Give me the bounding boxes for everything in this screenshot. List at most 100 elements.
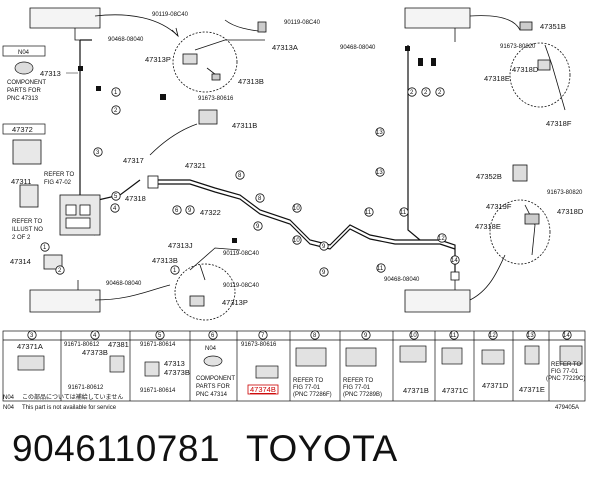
callout-3: 3 [96,150,100,156]
label-47321: 47321 [185,161,206,170]
legend-comp3: PNC 47313 [7,96,39,102]
label-90119-mid: 90119-08C40 [223,251,260,257]
cell-ref14-1: REFER TO [551,362,581,368]
labels-diagram: 47313 90468-08040 90119-08C40 90119-08C4… [40,12,584,307]
frame-top-right [404,7,471,42]
callout-2d: 2 [438,90,442,96]
cell-ref8-2: FIG 77-01 [293,385,321,391]
footnotes: N04 この部品については補給していません N04 This part is n… [3,393,579,411]
label-90468-mid: 90468-08040 [106,281,142,287]
label-47318F: 47318F [546,119,572,128]
cell-callout-14: 14 [563,333,570,339]
cell-47374B: 47374B [250,385,276,394]
callout-10b: 10 [293,238,300,244]
callout-1c: 1 [173,268,177,274]
footer-part-number: 9046110781 [12,428,221,469]
cell-ref9-2: FIG 77-01 [343,385,371,391]
callout-11: 11 [365,210,372,216]
label-47313J: 47313J [168,241,193,250]
cell-47371A: 47371A [17,342,43,351]
cell-ref9-3: (PNC 77289B) [343,392,382,398]
label-47313B-top: 47313B [238,77,264,86]
cell-callout-4: 4 [93,333,97,339]
cell-ref14-2: FIG 77-01 [551,369,579,375]
label-90119-b: 90119-08C40 [284,20,321,26]
cell-47371D: 47371D [482,381,509,390]
clamps-left [78,66,218,189]
legend-ref-ill-2: ILLUST NO [12,227,43,233]
footer-brand: TOYOTA [246,428,398,469]
cell-callout-13: 13 [527,333,534,339]
label-90119-low: 90119-08C40 [223,283,260,289]
label-47352B: 47352B [476,172,502,181]
label-47313B-mid: 47313B [152,256,178,265]
callout-8: 8 [238,173,242,179]
legend-47311: 47311 [11,177,31,186]
legend-ref-fig-1: REFER TO [44,172,74,178]
cell-91671-80614-b: 91671-80614 [140,388,176,394]
cell-callout-7: 7 [261,333,265,339]
label-47318: 47318 [125,194,146,203]
parts-diagram: 1 2 3 5 4 6 9 8 8 9 10 10 9 9 11 11 11 1… [2,7,586,411]
grommet-icon [14,61,34,75]
cell-91671-80612-a: 91671-80612 [64,342,100,348]
label-47313: 47313 [40,69,61,78]
label-91673-80616: 91673-80616 [198,96,234,102]
footer-caption: 9046110781 TOYOTA [12,428,398,470]
cell-callout-9: 9 [364,333,368,339]
label-91673-80820-b: 91673-80820 [547,190,583,196]
label-47318E-b: 47318E [475,222,501,231]
callout-11b: 11 [377,266,384,272]
cell-47371C: 47371C [442,386,469,395]
callout-9d: 9 [322,270,326,276]
legend-47372: 47372 [12,125,33,134]
cell-parts-for: PARTS FOR [196,384,230,390]
callout-9c: 9 [322,244,326,250]
callout-13: 13 [376,130,383,136]
cell-47381: 47381 [108,340,129,349]
cell-ref8-1: REFER TO [293,378,323,384]
frame-top-left [29,7,101,41]
detail-bubble-right-low [489,164,551,265]
clamps-right [232,46,460,281]
callout-4: 4 [113,206,117,212]
callout-9b: 9 [256,224,260,230]
frame-bottom-left [29,280,101,313]
figure-id: 479405A [555,405,579,411]
bottom-table [2,330,586,402]
label-47318D: 47318D [512,65,539,74]
frame-bottom-right [404,280,471,313]
label-90468-right: 90468-08040 [340,45,376,51]
cell-parts-shapes [17,345,583,379]
bottom-table-callouts: 3 4 5 6 7 8 9 10 11 12 13 14 [27,330,572,340]
abs-module [12,139,101,270]
cell-ref9-1: REFER TO [343,378,373,384]
cell-pnc-47314: PNC 47314 [196,392,228,398]
callout-2: 2 [114,108,118,114]
detail-bubble-top [172,19,267,93]
callout-13b: 13 [376,170,383,176]
detail-bubble-right-top [509,21,571,111]
cell-callout-11: 11 [450,333,457,339]
cell-labels: 47371A 91671-80612 47381 47373B 91671-80… [17,340,585,398]
cell-callout-12: 12 [489,333,496,339]
label-47317: 47317 [123,156,144,165]
cell-91673-80616: 91673-80616 [241,342,277,348]
label-47311B: 47311B [232,121,257,130]
cell-47371E: 47371E [519,385,545,394]
callout-11c: 11 [400,210,407,216]
cell-ref8-3: (PNC 77286F) [293,392,332,398]
legend-comp1: COMPONENT [7,80,46,86]
label-47313P-low: 47313P [222,298,248,307]
callout-1b: 1 [43,245,47,251]
cell-n04: N04 [205,346,217,352]
legend-n04: N04 [18,50,30,56]
label-47351B: 47351B [540,22,566,31]
callouts-diagram: 1 2 3 5 4 6 9 8 8 9 10 10 9 9 11 11 11 1… [40,87,460,277]
legend-comp2: PARTS FOR [7,88,41,94]
left-legend: N04 COMPONENT PARTS FOR PNC 47313 47372 … [2,45,74,266]
label-47319F: 47319F [486,202,512,211]
label-47318D-b: 47318D [557,207,584,216]
label-47313P-top: 47313P [145,55,171,64]
callout-5: 5 [114,194,118,200]
